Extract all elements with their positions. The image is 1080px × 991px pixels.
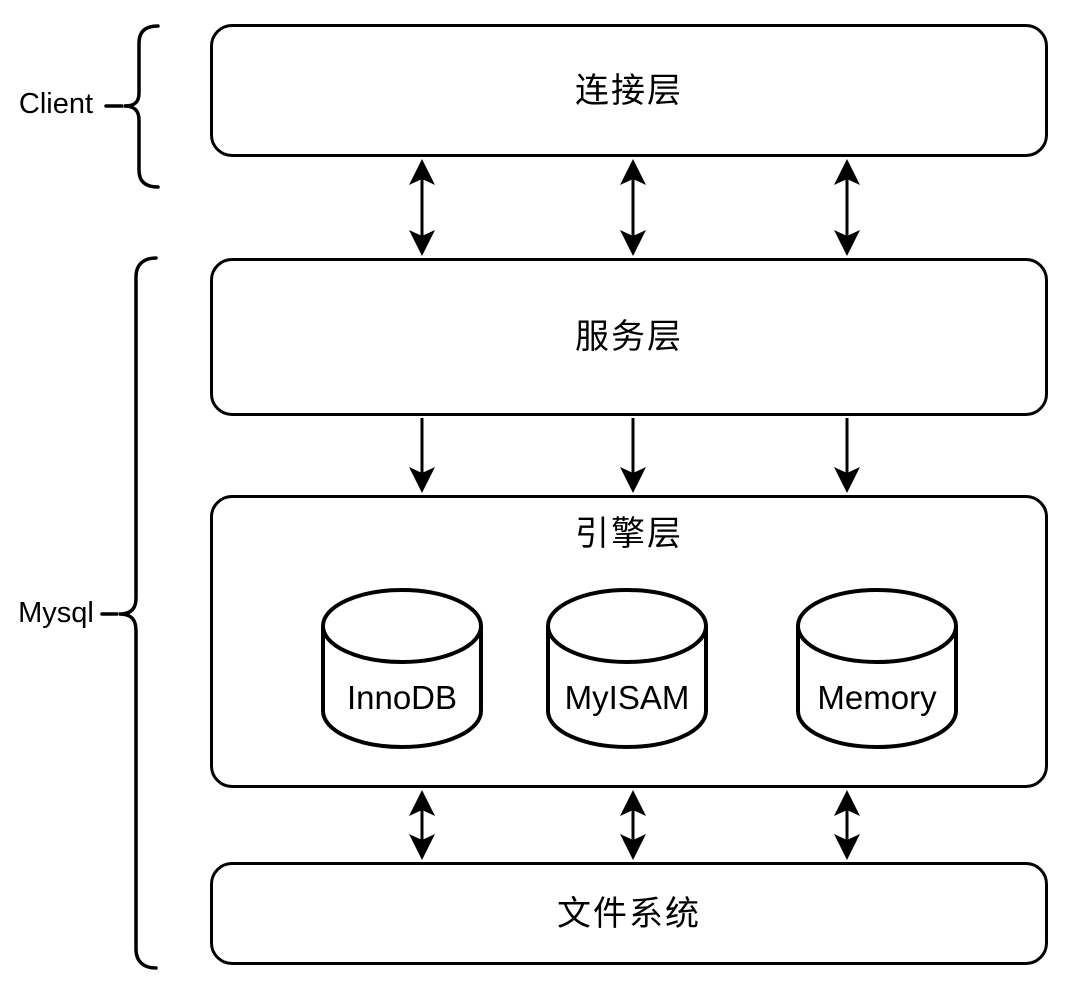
client-group-label: Client — [18, 88, 94, 120]
arrow-engine-filesystem-middle — [620, 790, 646, 860]
service-layer-label: 服务层 — [575, 318, 683, 356]
mysql-group-label: Mysql — [18, 597, 94, 629]
arrow-service-engine-middle — [620, 418, 646, 493]
arrow-connection-service-middle — [620, 159, 646, 256]
service-layer-box: 服务层 — [210, 258, 1048, 416]
mysql-brace — [100, 256, 158, 970]
connection-layer-label: 连接层 — [575, 71, 683, 110]
filesystem-layer-box: 文件系统 — [210, 862, 1048, 965]
engine-layer-box: 引擎层 — [210, 495, 1048, 788]
memory-engine-label: Memory — [817, 679, 937, 716]
connection-layer-box: 连接层 — [210, 24, 1048, 157]
client-brace — [104, 24, 160, 189]
arrow-connection-service-right — [834, 159, 860, 256]
arrow-connection-service-left — [409, 159, 435, 256]
innodb-engine-label: InnoDB — [346, 679, 458, 716]
arrow-service-engine-left — [409, 418, 435, 493]
arrow-service-engine-right — [834, 418, 860, 493]
arrow-engine-filesystem-left — [409, 790, 435, 860]
engine-layer-label: 引擎层 — [575, 515, 683, 553]
filesystem-layer-label: 文件系统 — [557, 894, 701, 933]
myisam-engine-label: MyISAM — [564, 679, 690, 716]
arrow-engine-filesystem-right — [834, 790, 860, 860]
